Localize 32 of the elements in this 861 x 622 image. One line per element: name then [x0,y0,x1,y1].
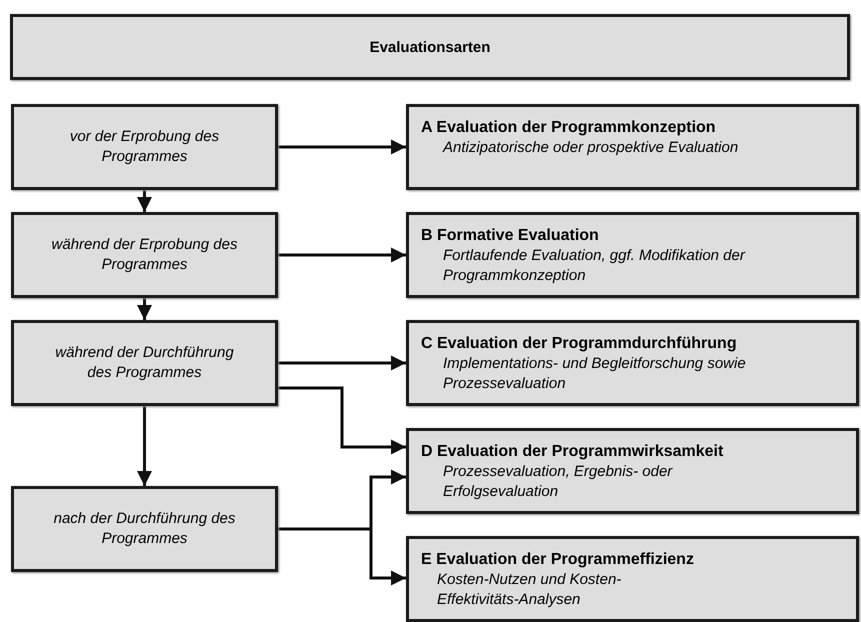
phase-text: nach der Durchführung des Programmes [52,509,236,549]
evaluation-type-heading: C Evaluation der Programmdurchführung [421,334,738,354]
evaluation-type-box [406,320,859,406]
arrow [278,140,406,154]
phase-box [11,104,278,190]
evaluation-type-box [406,104,859,190]
evaluation-type-box [406,428,859,514]
evaluation-type-description: Antizipatorische oder prospektive Evaluation [441,138,740,158]
arrow [278,248,406,262]
evaluation-type-description: Fortlaufende Evaluation, ggf. Modifikation der Programmkonzeption [442,246,746,286]
title-box [10,14,850,80]
phase-text: während der Erprobung des Programmes [50,235,238,275]
evaluation-type-description: Kosten-Nutzen und Kosten-Effektivitäts-Analysen [436,570,622,610]
evaluation-type-description: Implementations- und Begleitforschung sowie Prozessevaluation [442,354,747,394]
evaluation-type-box [406,536,859,622]
phase-text: vor der Erprobung des Programmes [68,127,220,167]
evaluation-type-heading: A Evaluation der Programmkonzeption [421,118,717,138]
arrow [137,298,152,320]
arrow [137,406,152,486]
phase-box [11,212,278,298]
evaluation-type-heading: E Evaluation der Programmeffizienz [421,550,695,570]
evaluation-type-heading: B Formative Evaluation [421,226,600,246]
evaluation-type-heading: D Evaluation der Programmwirksamkeit [421,442,724,462]
arrow [278,386,406,454]
evaluation-type-box [406,212,859,298]
phase-box [11,320,278,406]
phase-text: während der Durchführung des Programmes [54,343,235,383]
phase-box [11,486,278,572]
heading-text: Evaluationsarten [370,38,490,56]
arrow [137,190,152,212]
evaluation-type-description: Prozessevaluation, Ergebnis- oder Erfolgsevaluation [442,462,674,502]
arrow [278,356,406,370]
